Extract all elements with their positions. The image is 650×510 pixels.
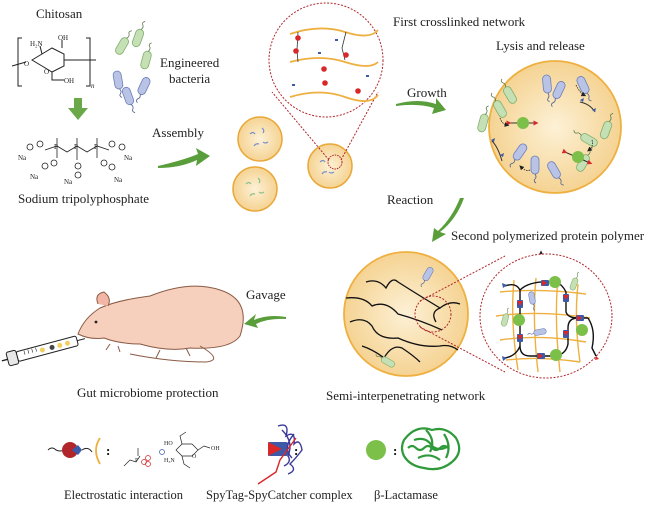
svg-text:Na: Na — [18, 154, 27, 162]
legend-label-beta-lactamase: β-Lactamase — [374, 488, 438, 502]
legend-chem-p: P — [135, 458, 139, 464]
svg-text:Na: Na — [124, 154, 133, 162]
gavage-arrow-icon — [244, 314, 286, 328]
down-arrow-icon — [68, 98, 88, 120]
chitosan-h2n: H₂N — [30, 40, 43, 48]
second-network-zoom — [479, 253, 613, 379]
chitosan-o-link: O — [24, 60, 29, 68]
chitosan-ch2oh: OH — [64, 77, 74, 85]
legend-label-electrostatic: Electrostatic interaction — [64, 488, 184, 502]
svg-text:Na: Na — [114, 176, 123, 184]
electrostatic-chem-structure — [123, 431, 211, 469]
engineered-bacteria-line2: bacteria — [169, 71, 211, 86]
lysis-and-release-label: Lysis and release — [496, 38, 585, 53]
legend-chem-o: O — [192, 454, 197, 460]
svg-text:Na: Na — [30, 173, 39, 181]
reaction-label: Reaction — [387, 192, 434, 207]
svg-text:Na: Na — [64, 178, 73, 186]
legend-chem-h3n: H₃N — [164, 458, 175, 464]
electrostatic-icon — [47, 437, 101, 465]
legend-separator: : — [393, 443, 397, 458]
spycatcher-protein-structure — [257, 424, 303, 485]
chitosan-n: n — [91, 82, 95, 90]
chitosan-ring-o: O — [44, 68, 49, 76]
first-crosslinked-network-label: First crosslinked network — [393, 14, 526, 29]
reaction-arrow-icon — [432, 198, 464, 242]
svg-text:P: P — [54, 143, 58, 151]
second-polymerized-protein-polymer-label: Second polymerized protein polymer — [451, 228, 645, 243]
hydrogel-bead-2 — [232, 166, 278, 212]
tpp-p-labels: P P P — [54, 143, 98, 151]
chitosan-structure — [11, 37, 96, 87]
semi-interpenetrating-network-label: Semi-interpenetrating network — [326, 388, 486, 403]
legend-chem-oh: OH — [211, 446, 220, 452]
hydrogel-bead-1 — [237, 116, 283, 162]
lactamase-protein-structure — [400, 427, 461, 471]
legend-chem-ho: HO — [164, 441, 173, 447]
engineered-bacteria-label: Engineered bacteria — [160, 55, 219, 87]
chitosan-oh: OH — [58, 34, 68, 42]
chitosan-label: Chitosan — [36, 6, 83, 21]
first-crosslinked-network-zoom — [268, 2, 384, 118]
assembly-label: Assembly — [152, 125, 204, 140]
svg-text:P: P — [74, 143, 78, 151]
legend-separator: : — [106, 443, 110, 458]
tpp-charges — [26, 140, 126, 179]
growth-label: Growth — [407, 85, 447, 100]
syringe-icon — [1, 335, 86, 367]
sodium-tripolyphosphate-label: Sodium tripolyphosphate — [18, 191, 150, 206]
engineered-bacteria-icon — [112, 19, 155, 115]
gut-microbiome-protection-label: Gut microbiome protection — [77, 385, 219, 400]
hydrogel-bead-3 — [307, 143, 353, 189]
gavage-label: Gavage — [246, 287, 286, 302]
growth-arrow-icon — [396, 98, 446, 114]
mouse-icon — [77, 285, 244, 363]
assembly-arrow-icon — [158, 148, 210, 168]
tripolyphosphate-structure — [44, 138, 110, 160]
beta-lactamase-icon — [366, 440, 386, 460]
tpp-na-labels: Na Na Na Na Na — [18, 154, 133, 186]
legend-separator: : — [294, 443, 298, 458]
semi-ipn-bead — [343, 251, 469, 377]
lysis-bead — [476, 60, 622, 194]
engineered-bacteria-line1: Engineered — [160, 55, 220, 70]
svg-text:P: P — [94, 143, 98, 151]
legend-label-spytag-spycatcher: SpyTag-SpyCatcher complex — [206, 488, 353, 502]
magnify-lines-1 — [271, 91, 379, 161]
spytag-spycatcher-icon — [268, 442, 288, 456]
